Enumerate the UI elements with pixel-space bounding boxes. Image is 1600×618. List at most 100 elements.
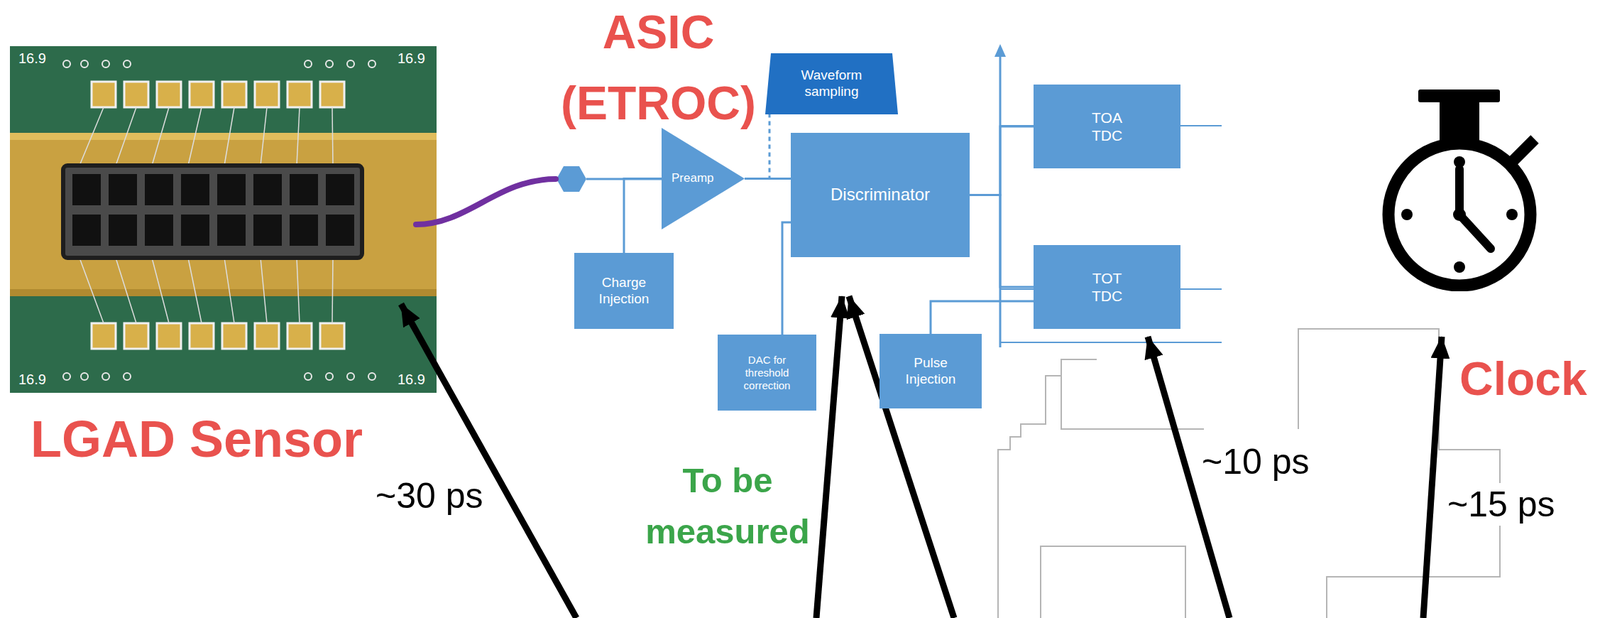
wire-bond xyxy=(332,107,333,166)
signal-wire xyxy=(744,177,791,180)
asic-title: ASIC (ETROC) xyxy=(553,0,764,139)
bus-arrowhead xyxy=(994,44,1006,57)
clock-button xyxy=(1511,139,1535,162)
sensor-dimension: 16.9 xyxy=(397,370,426,388)
node-label: Waveform sampling xyxy=(796,67,868,101)
sensor-pixel xyxy=(217,214,246,246)
sensor-pixel xyxy=(289,214,319,246)
wire-bond xyxy=(296,107,300,166)
callout-arrow xyxy=(401,303,577,618)
board-via xyxy=(347,372,355,380)
bond-pad xyxy=(320,81,345,108)
sensor-board xyxy=(9,46,437,393)
node-title: LGAD Sensor xyxy=(30,413,363,465)
board-via xyxy=(325,60,333,68)
callout-arrow xyxy=(1147,336,1230,618)
node-label: Charge Injection xyxy=(588,274,660,308)
node-label: Preamp xyxy=(671,171,715,186)
sensor-pixel xyxy=(325,214,355,246)
board-via xyxy=(63,60,71,68)
timing-trace xyxy=(1061,375,1204,429)
sensor-pixel xyxy=(108,214,138,246)
sensor-dimension: 16.9 xyxy=(397,49,426,67)
board-via xyxy=(368,60,376,68)
wire-bond xyxy=(79,257,104,323)
sensor-pixel xyxy=(144,173,174,206)
sensor-pixel xyxy=(325,173,355,206)
wire-bond xyxy=(151,107,169,166)
gold-band xyxy=(9,132,437,297)
bond-pad xyxy=(156,81,182,108)
wire-bond xyxy=(296,257,300,323)
wire-bond xyxy=(151,257,169,323)
lgad-sensor: LGAD Sensor xyxy=(9,46,437,473)
clock-hand xyxy=(1459,214,1491,249)
charge-injection-box: Charge Injection xyxy=(574,252,674,329)
sensor-bond-wire xyxy=(415,178,556,225)
signal-wire xyxy=(969,195,1034,288)
clock-stem xyxy=(1439,100,1480,141)
timing-traces xyxy=(998,328,1500,618)
wire-bond xyxy=(224,107,235,166)
wire-bond xyxy=(79,107,104,166)
timing-trace xyxy=(998,359,1097,618)
wire-bond xyxy=(115,257,137,323)
board-via xyxy=(80,372,89,380)
note-text: To be measured xyxy=(631,454,824,557)
node-label: TOT TDC xyxy=(1086,269,1129,305)
board-via xyxy=(304,372,312,380)
node-title: Clock xyxy=(1459,354,1588,402)
clock-center xyxy=(1453,207,1466,221)
tot-tdc-box: TOT TDC xyxy=(1033,244,1181,329)
clock-face xyxy=(1388,143,1531,286)
node-label: TOA TDC xyxy=(1086,108,1129,145)
board-via xyxy=(304,60,312,68)
bond-pad xyxy=(222,81,247,108)
board-via xyxy=(325,372,333,380)
trapezoid-block xyxy=(765,53,898,115)
clock-crown xyxy=(1418,89,1500,103)
wire-bond xyxy=(115,107,137,166)
wire-bond xyxy=(260,257,267,323)
callout-arrow xyxy=(848,296,955,618)
bond-pad xyxy=(189,322,214,349)
bond-pad xyxy=(124,81,149,108)
signal-wire xyxy=(969,126,1034,196)
clock-tick xyxy=(1453,261,1466,273)
dac-box: DAC for threshold correction xyxy=(717,334,817,411)
gold-band-edge xyxy=(9,288,437,297)
clock-hand xyxy=(1455,168,1464,215)
wire-bond xyxy=(188,107,202,166)
waveform-sampling-block: Waveform sampling xyxy=(765,53,898,115)
board-via xyxy=(123,372,131,380)
bond-pad xyxy=(91,81,116,108)
pulse-injection-box: Pulse Injection xyxy=(879,333,982,409)
signal-wire xyxy=(930,300,1034,334)
sensor-dimension: 16.9 xyxy=(18,370,47,388)
sensor-pixel xyxy=(181,173,210,206)
sensor-pixel xyxy=(72,173,101,206)
gold-band-edge xyxy=(9,132,437,140)
bond-pad xyxy=(254,322,279,349)
pixel-array xyxy=(63,165,363,258)
bond-pad xyxy=(287,322,312,349)
clock-icon: Clock xyxy=(1377,78,1591,412)
bond-pad xyxy=(91,322,116,349)
stopwatch-symbol xyxy=(1377,78,1591,292)
preamp-triangle: Preamp xyxy=(661,127,745,230)
sensor-pixel xyxy=(253,214,282,246)
sensor-pixel xyxy=(72,214,101,246)
board-via xyxy=(347,60,355,68)
callout-arrow xyxy=(816,296,842,618)
bond-pad xyxy=(222,322,247,349)
discriminator-box: Discriminator xyxy=(790,132,970,257)
clock-tick xyxy=(1401,208,1413,221)
node-label: Pulse Injection xyxy=(895,354,967,388)
signal-wire xyxy=(782,222,791,335)
sensor-pixel xyxy=(144,214,174,246)
wire-bond xyxy=(332,257,333,323)
sensor-pixel xyxy=(181,214,210,246)
input-pad-hexagon xyxy=(556,166,587,192)
bond-pad xyxy=(254,81,279,108)
amplifier-triangle xyxy=(661,127,745,230)
